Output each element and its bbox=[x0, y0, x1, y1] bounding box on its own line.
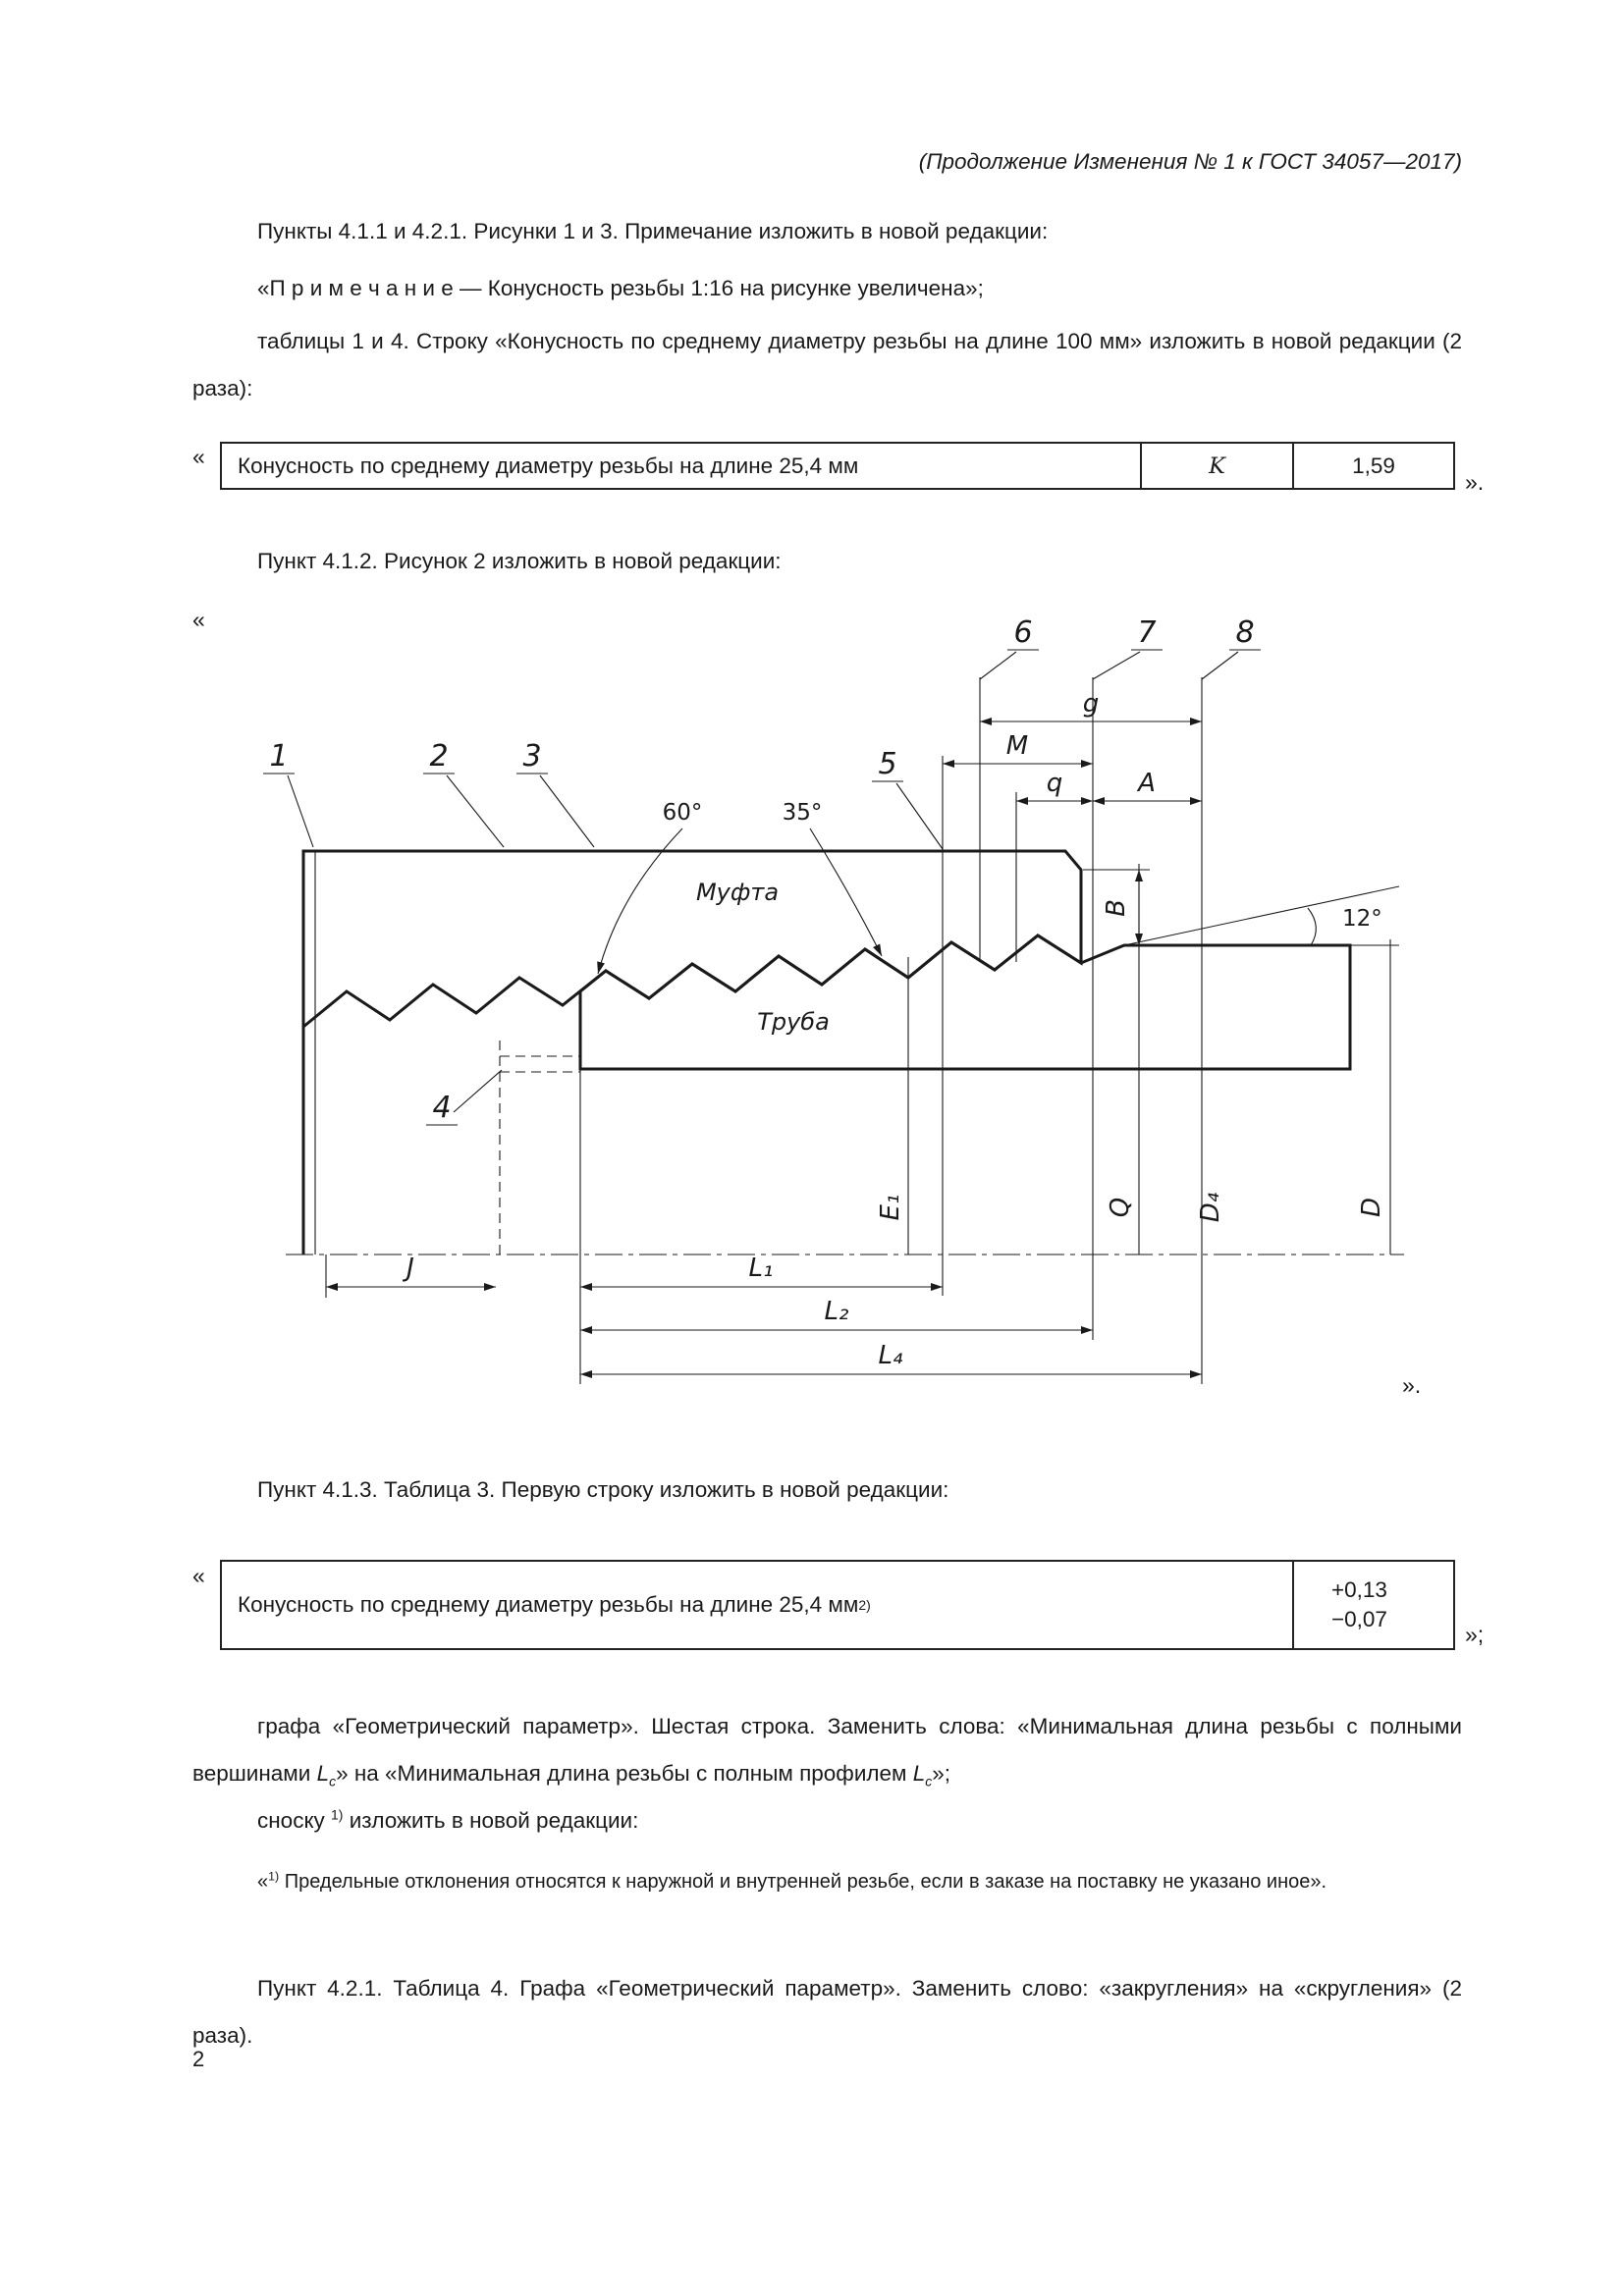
dim-label-D: D bbox=[1357, 1198, 1386, 1217]
paragraph-5: графа «Геометрический параметр». Шестая … bbox=[192, 1703, 1462, 1797]
leader-60 bbox=[597, 828, 683, 975]
p7-sup: 1) bbox=[331, 1806, 344, 1823]
close-quote-table1: ». bbox=[1465, 469, 1485, 495]
dim-label-L4: L₄ bbox=[879, 1341, 903, 1370]
paragraph-1: Пункты 4.1.1 и 4.2.1. Рисунки 1 и 3. При… bbox=[257, 219, 1049, 243]
callout-7: 7 bbox=[1137, 618, 1156, 650]
coupling-label-plate bbox=[680, 876, 794, 908]
tolerance-minus: −0,07 bbox=[1331, 1607, 1387, 1631]
table2-parameter-text: Конусность по среднему диаметру резьбы н… bbox=[238, 1592, 859, 1617]
dim-label-L2: L₂ bbox=[825, 1297, 849, 1326]
callout-4: 4 bbox=[432, 1091, 451, 1125]
dim-label-L1: L₁ bbox=[749, 1254, 774, 1283]
callout-7-leader bbox=[1092, 651, 1141, 680]
dim-label-J: J bbox=[402, 1254, 414, 1283]
paragraph-2: таблицы 1 и 4. Строку «Конусность по сре… bbox=[192, 329, 1462, 400]
angle-label-60: 60° bbox=[663, 800, 703, 826]
callout-3-leader bbox=[539, 774, 595, 848]
callout-5: 5 bbox=[878, 747, 896, 781]
part-label-pipe: Труба bbox=[757, 1008, 830, 1036]
dim-label-B: B bbox=[1102, 899, 1131, 917]
symbol-Lc-1: Lc bbox=[316, 1761, 337, 1789]
symbol-L-sub: c bbox=[925, 1773, 933, 1789]
callout-1: 1 bbox=[269, 739, 288, 774]
taper-slant-line bbox=[1123, 885, 1400, 946]
dim-label-A: A bbox=[1136, 769, 1156, 798]
footnote-open-quote: « bbox=[257, 1871, 269, 1893]
paragraph-4: Пункт 4.1.3. Таблица 3. Первую строку из… bbox=[257, 1477, 949, 1502]
symbol-L: L bbox=[912, 1761, 926, 1786]
table1-parameter-cell: Конусность по среднему диаметру резьбы н… bbox=[222, 444, 1142, 488]
dim-label-M: M bbox=[1006, 731, 1028, 761]
dim-label-D4: D₄ bbox=[1196, 1192, 1225, 1222]
open-quote-table1: « bbox=[192, 444, 205, 469]
paragraph-3: Пункт 4.1.2. Рисунок 2 изложить в новой … bbox=[257, 549, 782, 573]
p6-segment-1: графа «Геометрический параметр». Шестая … bbox=[192, 1714, 1462, 1786]
symbol-L-sub: c bbox=[329, 1773, 337, 1789]
dim-label-q: q bbox=[1047, 769, 1063, 798]
paragraph-note: «П р и м е ч а н и е — Конусность резьбы… bbox=[257, 276, 984, 300]
callout-2: 2 bbox=[429, 739, 448, 774]
open-quote-figure: « bbox=[192, 607, 205, 632]
footnote-text: Предельные отклонения относятся к наружн… bbox=[279, 1871, 1327, 1893]
table-1-row: Конусность по среднему диаметру резьбы н… bbox=[220, 442, 1455, 490]
leader-35 bbox=[809, 828, 883, 957]
angle-label-12: 12° bbox=[1342, 906, 1382, 932]
header-note: (Продолжение Изменения № 1 к ГОСТ 34057—… bbox=[918, 149, 1462, 174]
p7-post: изложить в новой редакции: bbox=[343, 1808, 639, 1833]
table2-tolerance-cell: +0,13 −0,07 bbox=[1294, 1562, 1453, 1648]
callout-8-leader bbox=[1201, 651, 1239, 680]
callout-5-leader bbox=[895, 782, 944, 850]
paragraph-7: Пункт 4.2.1. Таблица 4. Графа «Геометрич… bbox=[192, 1976, 1462, 2048]
callout-6-leader bbox=[979, 651, 1017, 680]
dim-label-E1: E₁ bbox=[876, 1195, 905, 1221]
figure-2-drawing: Муфта Труба 12° g M q A B J bbox=[263, 618, 1404, 1384]
symbol-Lc-2: Lc bbox=[912, 1761, 933, 1789]
page-number: 2 bbox=[192, 2047, 205, 2071]
callout-1-leader bbox=[287, 774, 314, 848]
footnote-sup: 1) bbox=[268, 1869, 280, 1884]
paragraph-6: сноску 1) изложить в новой редакции: bbox=[192, 1797, 1462, 1844]
p7-pre: сноску bbox=[257, 1808, 332, 1833]
tolerance-plus: +0,13 bbox=[1331, 1577, 1387, 1602]
p6-segment-2: » на «Минимальная длина резьбы с полным … bbox=[336, 1761, 913, 1786]
pipe-section bbox=[578, 934, 1352, 1071]
callout-3: 3 bbox=[522, 739, 541, 774]
dim-label-g: g bbox=[1083, 689, 1100, 719]
callout-2-leader bbox=[446, 774, 505, 848]
close-quote-figure: ». bbox=[1402, 1372, 1422, 1398]
table1-symbol-cell: K bbox=[1142, 444, 1294, 488]
close-quote-table2: »; bbox=[1465, 1622, 1485, 1647]
part-label-coupling: Муфта bbox=[696, 879, 779, 906]
angle-label-35: 35° bbox=[783, 800, 823, 826]
footnote: «1) Предельные отклонения относятся к на… bbox=[192, 1860, 1462, 1903]
p6-segment-3: »; bbox=[932, 1761, 950, 1786]
pipe-label-plate bbox=[738, 1007, 848, 1038]
callout-4-leader bbox=[453, 1069, 503, 1113]
callout-8: 8 bbox=[1235, 618, 1254, 650]
dim-label-Q: Q bbox=[1106, 1198, 1135, 1217]
table1-value-cell: 1,59 bbox=[1352, 453, 1395, 478]
open-quote-table2: « bbox=[192, 1563, 205, 1588]
table2-parameter-cell: Конусность по среднему диаметру резьбы н… bbox=[222, 1562, 1294, 1648]
taper-angle-arc bbox=[1307, 907, 1317, 946]
callout-6: 6 bbox=[1013, 618, 1032, 650]
symbol-L: L bbox=[316, 1761, 330, 1786]
table-3-row: Конусность по среднему диаметру резьбы н… bbox=[220, 1560, 1455, 1650]
